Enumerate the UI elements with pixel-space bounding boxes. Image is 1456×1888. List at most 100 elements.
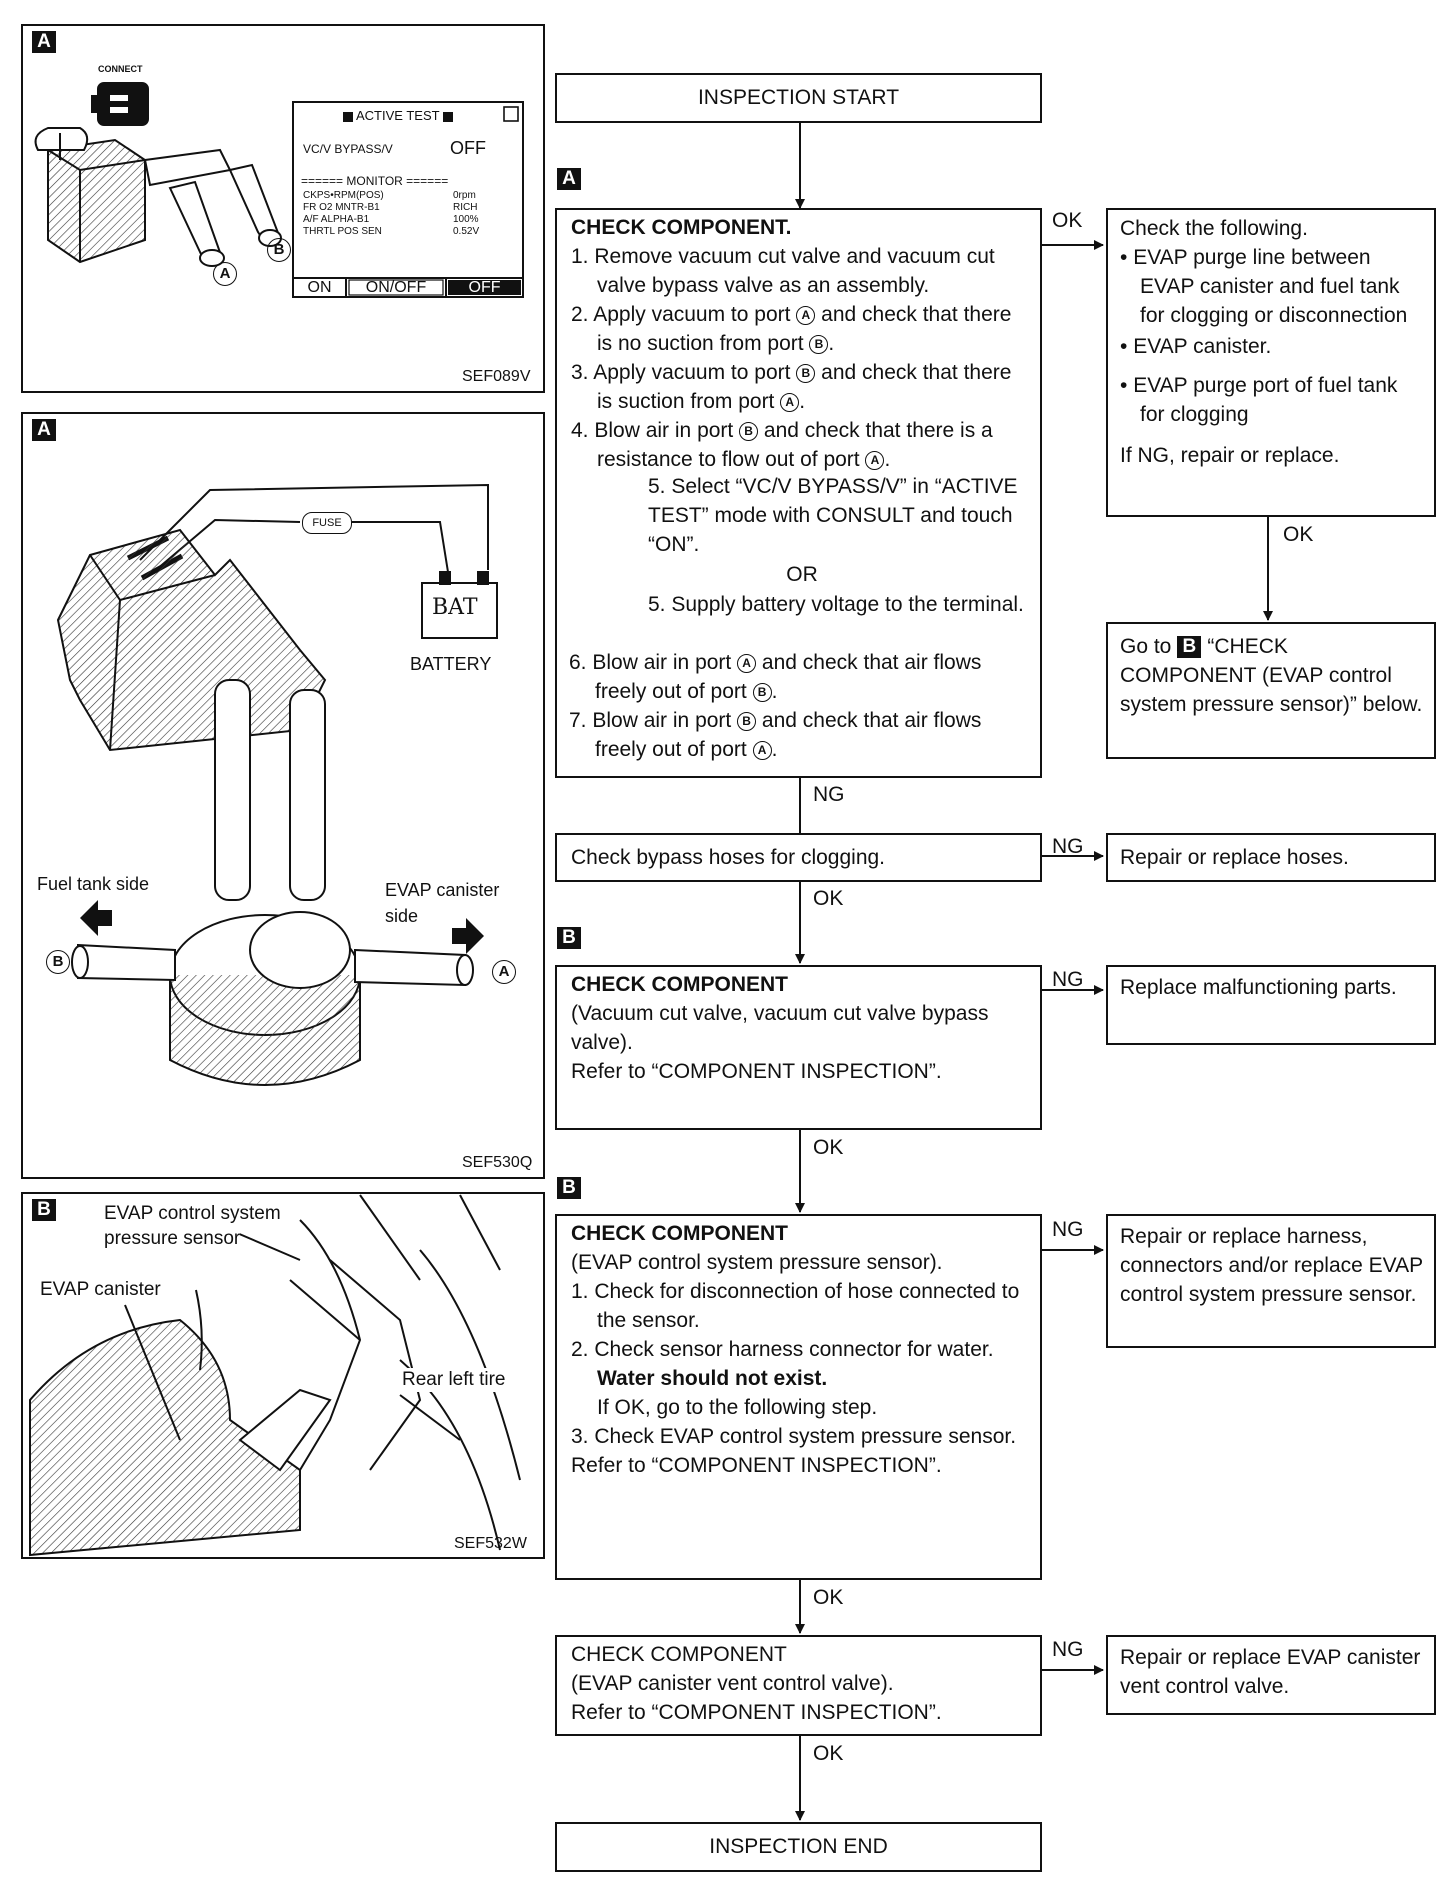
port-b-marker: B [46, 950, 70, 974]
screen-off-button[interactable]: OFF [468, 279, 501, 296]
step1-item-4: 4. Blow air in port B and check that the… [571, 419, 993, 471]
figure-1-tag: A [32, 31, 56, 53]
step2-check-component: CHECK COMPONENT (Vacuum cut valve, vacuu… [555, 965, 1042, 1130]
screen-title: ACTIVE TEST [343, 108, 453, 123]
consult-screen: ACTIVE TEST VC/V BYPASS/V OFF ====== MON… [293, 102, 523, 297]
step2-ng-label: NG [1052, 968, 1084, 991]
port-b-marker: B [267, 238, 291, 262]
step4-check-component: CHECK COMPONENT (EVAP canister vent cont… [555, 1635, 1042, 1736]
screen-title-text: ACTIVE TEST [356, 108, 440, 123]
goto-text: “CHECK COMPONENT (EVAP control system pr… [1120, 635, 1423, 716]
step4-title: CHECK COMPONENT [571, 1643, 787, 1666]
monitor-labels: CKPS•RPM(POS) FR O2 MNTR-B1 A/F ALPHA-B1… [303, 190, 384, 238]
step1-item-2: 2. Apply vacuum to port A and check that… [571, 303, 1012, 355]
figure-1-code: SEF089V [462, 368, 531, 385]
monitor-row-value: 100% [453, 214, 479, 225]
port-a-marker: A [492, 960, 516, 984]
evap-side-label-2: side [385, 906, 419, 926]
test-item-value: OFF [450, 138, 486, 158]
step3-item-3: 3. Check EVAP control system pressure se… [571, 1425, 1017, 1448]
check-following-footer: If NG, repair or replace. [1120, 444, 1340, 467]
step3-ng-label: NG [1052, 1218, 1084, 1241]
monitor-row-label: A/F ALPHA-B1 [303, 214, 370, 225]
monitor-row-label: FR O2 MNTR-B1 [303, 202, 380, 213]
repair-hoses-box: Repair or replace hoses. [1106, 833, 1436, 882]
bypass-hoses-box: Check bypass hoses for clogging. [555, 833, 1042, 882]
no-consult-icon [574, 595, 618, 639]
figure-3-tag: B [32, 1199, 56, 1221]
step1-item-6: 6. Blow air in port A and check that air… [569, 651, 982, 703]
monitor-values: 0rpm RICH 100% 0.52V [453, 190, 479, 238]
step3-subtitle: (EVAP control system pressure sensor). [571, 1251, 943, 1274]
consult-icon [574, 478, 618, 522]
step1-title: CHECK COMPONENT. [571, 216, 792, 239]
step3-if-ok: If OK, go to the following step. [597, 1396, 878, 1419]
monitor-row-value: RICH [453, 202, 478, 213]
step1-item-7: 7. Blow air in port B and check that air… [569, 709, 982, 761]
consult-screen-frame [292, 101, 524, 298]
monitor-row-label: THRTL POS SEN [303, 226, 382, 237]
step4-ok-label: OK [813, 1742, 844, 1765]
canister-label: EVAP canister [40, 1278, 161, 1302]
or-divider: OR [782, 560, 822, 589]
fuse-label: FUSE [302, 512, 352, 534]
screen-on-button[interactable]: ON [307, 279, 332, 296]
step1-check-component: CHECK COMPONENT. 1. Remove vacuum cut va… [555, 208, 1042, 778]
figure-2-code: SEF530Q [462, 1154, 533, 1171]
flow-tag-b2: B [557, 1177, 581, 1199]
step3-item-2: 2. Check sensor harness connector for wa… [571, 1338, 994, 1361]
bypass-ng-label: NG [1052, 835, 1084, 858]
check-following-bullet: • EVAP canister. [1120, 335, 1272, 358]
evap-side-label-1: EVAP canister [385, 880, 500, 900]
check-following-box: Check the following. • EVAP purge line b… [1106, 208, 1436, 517]
check-following-ok-label: OK [1283, 523, 1314, 546]
step1-item-5a: 5. Select “VC/V BYPASS/V” in “ACTIVE TES… [648, 475, 1018, 556]
fuel-side-label: Fuel tank side [37, 874, 150, 894]
bypass-ok-label: OK [813, 887, 844, 910]
tire-label: Rear left tire [402, 1368, 506, 1392]
step2-title: CHECK COMPONENT [571, 973, 789, 996]
monitor-row-value: 0rpm [453, 190, 476, 201]
step2-ok-label: OK [813, 1136, 844, 1159]
step3-refer: Refer to “COMPONENT INSPECTION”. [571, 1454, 942, 1477]
step1-ng-label: NG [813, 783, 845, 806]
sensor-label-2: pressure sensor [104, 1227, 241, 1251]
goto-pre: Go to [1120, 635, 1172, 658]
monitor-row-label: CKPS•RPM(POS) [303, 190, 384, 201]
step2-line: (Vacuum cut valve, vacuum cut valve bypa… [571, 1002, 989, 1054]
figure-2-frame [21, 412, 545, 1179]
step1-items-b: 6. Blow air in port A and check that air… [569, 648, 1029, 764]
monitor-row-value: 0.52V [453, 226, 480, 237]
step1-item-1: 1. Remove vacuum cut valve and vacuum cu… [571, 245, 995, 297]
flow-tag-b1: B [557, 927, 581, 949]
step3-water-note: Water should not exist. [597, 1367, 828, 1390]
battery-label: BATTERY [410, 654, 492, 674]
replace-parts-box: Replace malfunctioning parts. [1106, 965, 1436, 1045]
inspection-start: INSPECTION START [555, 73, 1042, 123]
figure-3-code: SEF532W [454, 1535, 527, 1552]
fuel-side-arrow-icon [80, 900, 112, 936]
step1-item-5b: 5. Supply battery voltage to the termina… [648, 593, 1024, 616]
step4-line: Refer to “COMPONENT INSPECTION”. [571, 1701, 942, 1724]
valve-assembly-drawing [34, 82, 282, 267]
repair-vent-box: Repair or replace EVAP canister vent con… [1106, 1635, 1436, 1715]
repair-harness-box: Repair or replace harness, connectors an… [1106, 1214, 1436, 1348]
step4-ng-label: NG [1052, 1638, 1084, 1661]
test-item-label: VC/V BYPASS/V [303, 142, 393, 156]
flow-tag-a: A [557, 168, 581, 190]
step3-title: CHECK COMPONENT [571, 1222, 789, 1245]
monitor-header: ====== MONITOR ====== [301, 174, 449, 188]
step3-check-component: CHECK COMPONENT (EVAP control system pre… [555, 1214, 1042, 1580]
step1-item-3: 3. Apply vacuum to port B and check that… [571, 361, 1012, 413]
evap-side-arrow-icon [452, 918, 484, 954]
figure-1-frame [21, 24, 545, 393]
screen-onoff-button[interactable]: ON/OFF [365, 279, 427, 296]
check-following-bullet: • EVAP purge port of fuel tank for clogg… [1120, 374, 1398, 426]
step1-ok-label: OK [1052, 209, 1083, 232]
sensor-label-1: EVAP control system [104, 1202, 281, 1226]
check-following-bullet: • EVAP purge line between EVAP canister … [1120, 246, 1408, 327]
goto-tag: B [1177, 636, 1202, 659]
figure-3-frame [21, 1192, 545, 1559]
bat-label: BAT [432, 595, 478, 620]
